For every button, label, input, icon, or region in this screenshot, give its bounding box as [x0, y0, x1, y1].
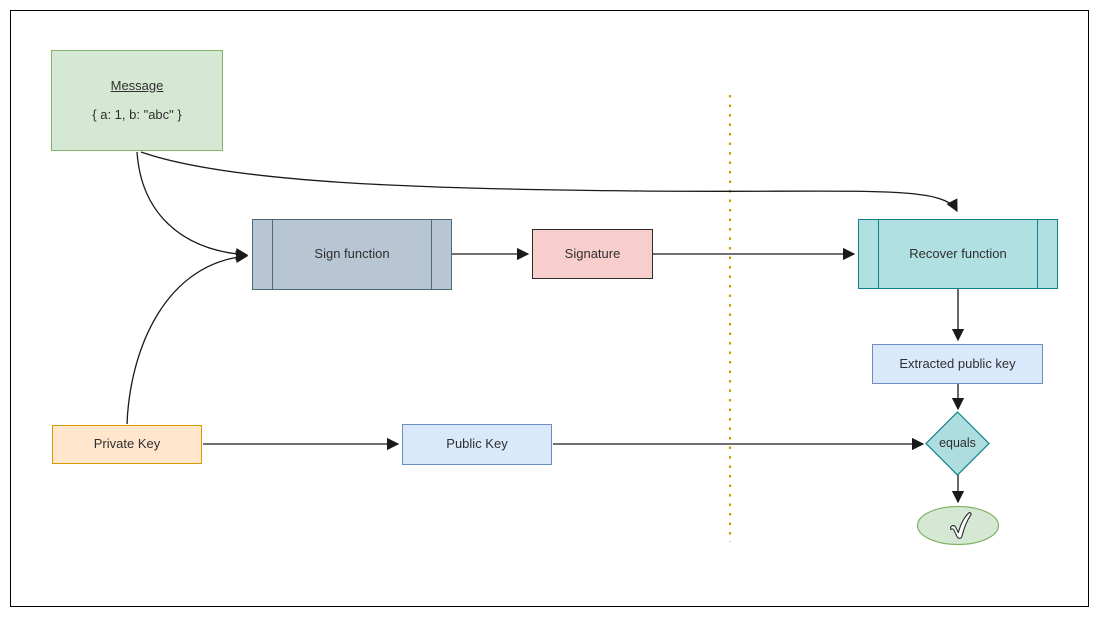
node-success[interactable]: [916, 505, 1000, 546]
node-extracted-public-key[interactable]: Extracted public key: [872, 344, 1043, 384]
checkmark-icon: [949, 512, 972, 539]
signature-label: Signature: [564, 245, 621, 261]
public-key-label: Public Key: [446, 436, 508, 452]
message-title: Message: [110, 77, 164, 93]
subroutine-bar-left: [878, 220, 879, 288]
message-body: { a: 1, b: "abc" }: [92, 107, 182, 122]
sign-function-label: Sign function: [314, 246, 390, 262]
node-recover-function[interactable]: Recover function: [858, 219, 1058, 289]
private-key-label: Private Key: [93, 436, 161, 452]
node-sign-function[interactable]: Sign function: [252, 219, 452, 290]
recover-function-label: Recover function: [909, 245, 1007, 261]
success-ellipse: [916, 505, 1000, 546]
subroutine-bar-right: [431, 220, 432, 289]
node-equals-decision[interactable]: equals: [925, 411, 990, 476]
node-signature[interactable]: Signature: [532, 229, 653, 279]
node-private-key[interactable]: Private Key: [52, 425, 202, 464]
node-public-key[interactable]: Public Key: [402, 424, 552, 465]
diamond-shape: [925, 411, 990, 476]
subroutine-bar-left: [272, 220, 273, 289]
extracted-public-key-label: Extracted public key: [899, 355, 1016, 371]
node-message[interactable]: Message { a: 1, b: "abc" }: [51, 50, 223, 151]
equals-label: equals: [939, 435, 976, 450]
subroutine-bar-right: [1037, 220, 1038, 288]
